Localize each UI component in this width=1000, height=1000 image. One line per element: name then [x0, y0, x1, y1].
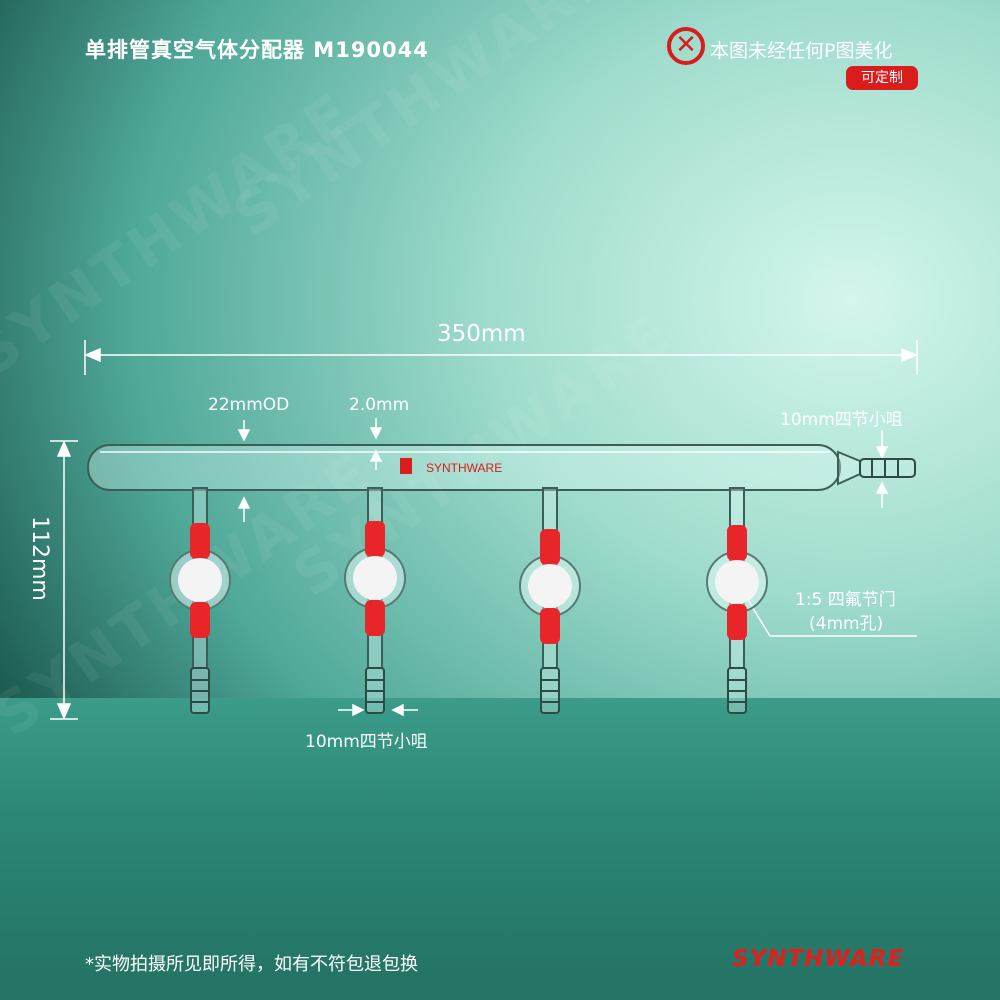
length-label: 350mm	[437, 321, 526, 347]
tube-logo: SYNTHWARE	[426, 461, 502, 475]
ptfe-plug	[528, 564, 572, 608]
ptfe-plug	[715, 560, 759, 604]
stopcock-bore-label: (4mm孔)	[809, 614, 884, 634]
handle	[365, 521, 385, 557]
handle	[540, 529, 560, 565]
end-hose-label: 10mm四节小咀	[780, 410, 903, 430]
no-retouch-icon: ✕	[667, 27, 705, 65]
stopcock-arm	[519, 487, 581, 714]
stopcock-arm	[169, 487, 231, 714]
dimension-lines	[50, 340, 918, 720]
height-label: 112mm	[27, 516, 52, 601]
wall-label: 2.0mm	[349, 395, 410, 415]
handle	[190, 523, 210, 559]
brand-logo: SYNTHWARE	[732, 946, 905, 972]
no-retouch-notice: 本图未经任何P图美化	[710, 40, 893, 62]
ptfe-plug	[353, 556, 397, 600]
page-title: 单排管真空气体分配器 M190044	[85, 38, 429, 62]
stopcock-arm	[706, 487, 768, 714]
handle	[727, 525, 747, 561]
floor-surface	[0, 698, 1000, 1000]
customizable-badge: 可定制	[846, 66, 918, 90]
footer-note: *实物拍摄所见即所得，如有不符包退包换	[85, 954, 418, 975]
ptfe-plug	[178, 558, 222, 602]
stopcock-label: 1:5 四氟节门	[795, 590, 896, 610]
stopcock-arm	[344, 487, 406, 714]
manifold-tube	[87, 444, 916, 491]
bottom-hose-label: 10mm四节小咀	[305, 732, 428, 752]
od-label: 22mmOD	[208, 395, 290, 415]
